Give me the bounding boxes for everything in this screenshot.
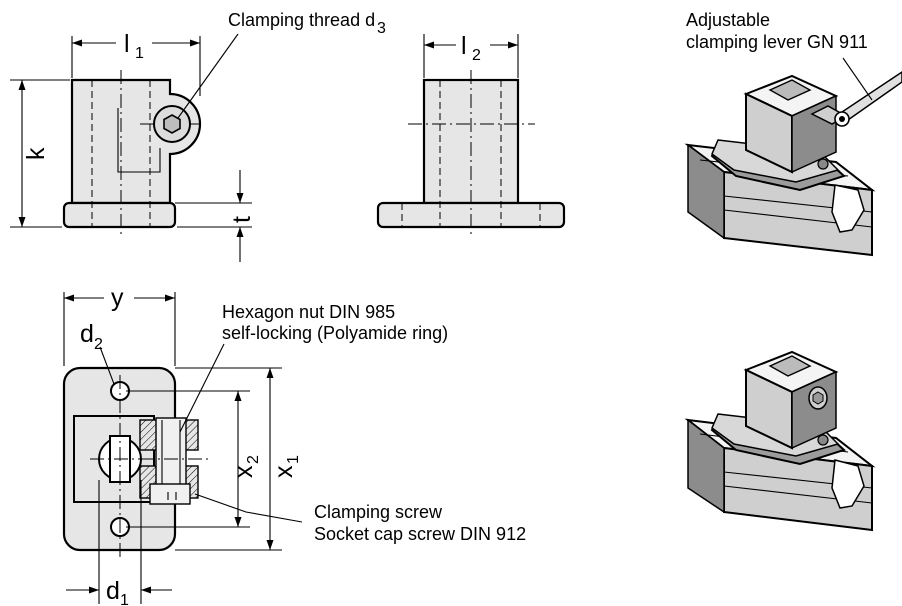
hexagon-nut-sublabel: self-locking (Polyamide ring)	[222, 323, 448, 343]
svg-text:y: y	[111, 284, 124, 312]
svg-text:k: k	[22, 147, 50, 160]
svg-text:Adjustable: Adjustable	[686, 10, 770, 30]
dimension-t: t	[175, 170, 256, 262]
dimension-k: k	[10, 79, 70, 228]
svg-text:x: x	[230, 465, 258, 478]
svg-text:d: d	[80, 320, 94, 348]
svg-text:l: l	[124, 30, 130, 58]
svg-text:2: 2	[472, 47, 481, 64]
dim-y-label: y	[111, 284, 124, 312]
dimension-l2: l 2	[423, 32, 519, 78]
dimension-l1: l 1	[71, 30, 201, 96]
lever-label-line2: clamping lever GN 911	[686, 32, 868, 52]
clamping-screw-label: Clamping screw	[314, 502, 443, 522]
dim-l1-label: l	[124, 30, 130, 58]
dim-t-label: t	[228, 216, 256, 223]
dimension-d2: d 2	[80, 320, 115, 385]
dimension-d1: d 1	[66, 480, 172, 606]
dim-k-label: k	[22, 147, 50, 160]
hex-socket-icon	[153, 105, 191, 143]
dimension-x2: x 2	[126, 390, 262, 528]
isometric-view-plain	[684, 350, 876, 532]
clamping-thread-callout: Clamping thread d 3	[177, 10, 386, 119]
svg-text:1: 1	[135, 45, 144, 62]
iso-hex-socket-icon	[808, 386, 828, 410]
dimension-y: y	[63, 284, 176, 366]
clamping-thread-sub: 3	[377, 20, 386, 37]
top-view	[62, 366, 210, 560]
svg-text:Hexagon nut DIN 985: Hexagon nut DIN 985	[222, 302, 395, 322]
svg-text:3: 3	[377, 20, 386, 37]
svg-text:2: 2	[245, 455, 262, 464]
clamping-thread-label: Clamping thread d	[228, 10, 375, 30]
dim-d1-label: d	[106, 577, 120, 605]
svg-text:t: t	[228, 216, 256, 223]
dim-d2-label: d	[80, 320, 94, 348]
svg-text:2: 2	[94, 336, 103, 353]
dim-x1-sub: 1	[285, 455, 302, 464]
front-view-base-flange	[62, 201, 177, 229]
clamping-screw-sublabel: Socket cap screw DIN 912	[314, 524, 526, 544]
dim-d2-sub: 2	[94, 336, 103, 353]
side-view	[376, 70, 566, 238]
dim-x2-sub: 2	[245, 455, 262, 464]
dim-l2-label: l	[461, 32, 467, 60]
svg-text:clamping lever GN 911: clamping lever GN 911	[686, 32, 868, 52]
hexagon-nut-label: Hexagon nut DIN 985	[222, 302, 395, 322]
dim-x2-label: x	[230, 465, 258, 478]
svg-text:l: l	[461, 32, 467, 60]
svg-text:1: 1	[285, 455, 302, 464]
dim-l2-sub: 2	[472, 47, 481, 64]
dim-l1-sub: 1	[135, 45, 144, 62]
dimension-x1: x 1	[175, 367, 302, 551]
dim-d1-sub: 1	[120, 592, 129, 606]
svg-text:d: d	[106, 577, 120, 605]
isometric-view-lever	[684, 57, 902, 257]
svg-text:self-locking (Polyamide ring): self-locking (Polyamide ring)	[222, 323, 448, 343]
hexagon-nut-callout: Hexagon nut DIN 985 self-locking (Polyam…	[179, 302, 448, 433]
front-view	[62, 70, 202, 238]
svg-text:1: 1	[120, 592, 129, 606]
lever-label-line1: Adjustable	[686, 10, 770, 30]
svg-text:Clamping thread d: Clamping thread d	[228, 10, 375, 30]
dim-x1-label: x	[270, 465, 298, 478]
svg-text:Clamping screw: Clamping screw	[314, 502, 443, 522]
clamping-screw-callout: Clamping screw Socket cap screw DIN 912	[194, 493, 526, 544]
svg-text:Socket cap screw DIN 912: Socket cap screw DIN 912	[314, 524, 526, 544]
svg-text:x: x	[270, 465, 298, 478]
front-view-body	[70, 78, 202, 205]
